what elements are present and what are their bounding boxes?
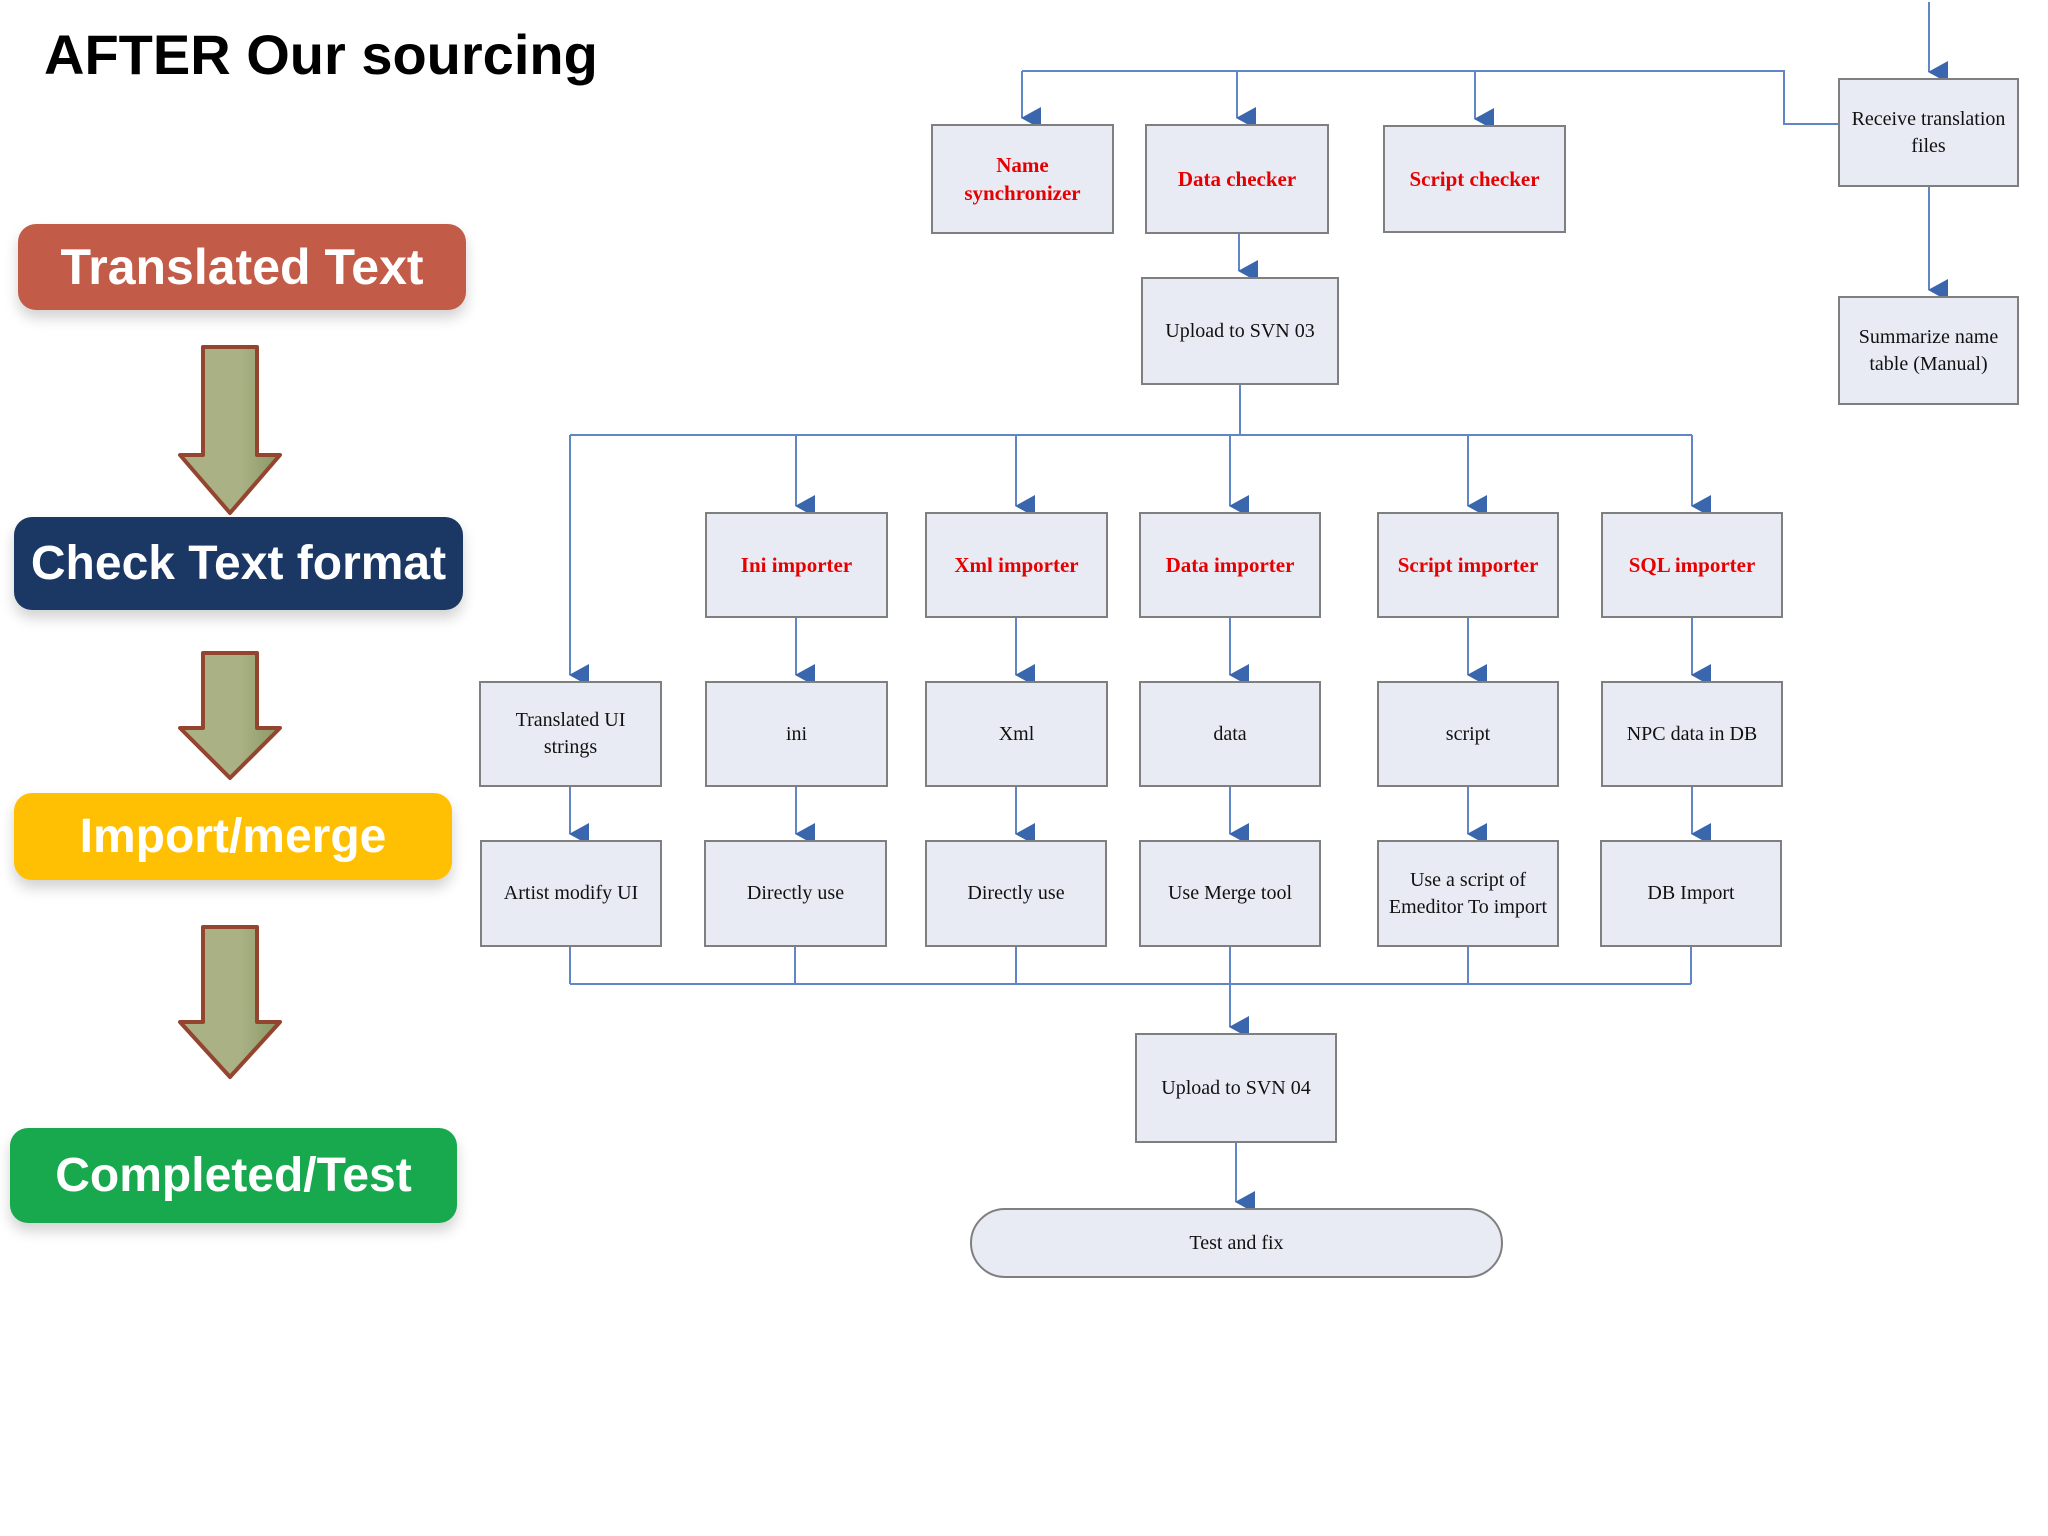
node-ini-importer: Ini importer [705, 512, 888, 618]
node-artist-modify-ui: Artist modify UI [480, 840, 662, 947]
node-npc-data-in-db: NPC data in DB [1601, 681, 1783, 787]
node-upload-svn-04: Upload to SVN 04 [1135, 1033, 1337, 1143]
node-test-and-fix: Test and fix [970, 1208, 1503, 1278]
node-emeditor-import: Use a script of Emeditor To import [1377, 840, 1559, 947]
stage-down-arrow-3 [178, 925, 282, 1079]
node-upload-svn-03: Upload to SVN 03 [1141, 277, 1339, 385]
page-title: AFTER Our sourcing [44, 23, 598, 86]
node-xml-importer: Xml importer [925, 512, 1108, 618]
stage-completed-test: Completed/Test [10, 1128, 457, 1223]
stage-check-text-format: Check Text format [14, 517, 463, 610]
node-sql-importer: SQL importer [1601, 512, 1783, 618]
node-directly-use-ini: Directly use [704, 840, 887, 947]
node-use-merge-tool: Use Merge tool [1139, 840, 1321, 947]
node-xml-file: Xml [925, 681, 1108, 787]
node-db-import: DB Import [1600, 840, 1782, 947]
node-summarize-name-table: Summarize name table (Manual) [1838, 296, 2019, 405]
stage-down-arrow-1 [178, 345, 282, 515]
node-script-checker: Script checker [1383, 125, 1566, 233]
stage-translated-text: Translated Text [18, 224, 466, 310]
node-script-importer: Script importer [1377, 512, 1559, 618]
node-data-importer: Data importer [1139, 512, 1321, 618]
node-directly-use-xml: Directly use [925, 840, 1107, 947]
node-name-synchronizer: Name synchronizer [931, 124, 1114, 234]
node-script-file: script [1377, 681, 1559, 787]
stage-import-merge: Import/merge [14, 793, 452, 880]
node-receive-translation-files: Receive translation files [1838, 78, 2019, 187]
stage-down-arrow-2 [178, 651, 282, 780]
connector [1022, 70, 1838, 125]
node-ini-file: ini [705, 681, 888, 787]
node-data-file: data [1139, 681, 1321, 787]
node-data-checker: Data checker [1145, 124, 1329, 234]
node-translated-ui-strings: Translated UI strings [479, 681, 662, 787]
